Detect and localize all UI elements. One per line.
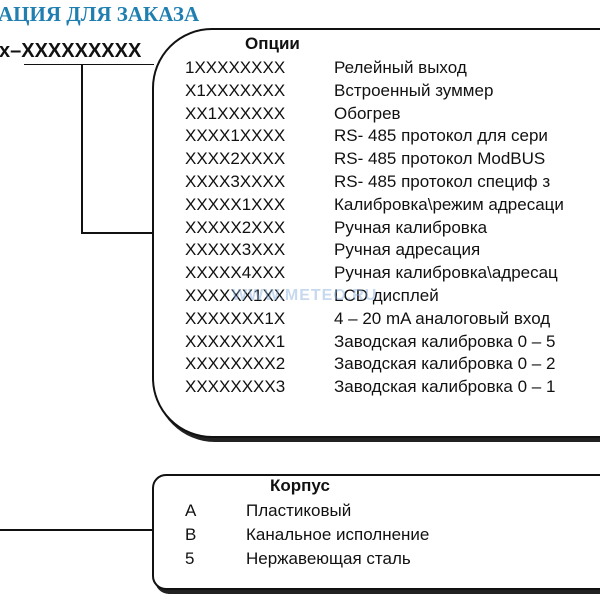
option-code: XXXXX3XXX (185, 240, 286, 260)
option-label: RS- 485 протокол ModBUS (334, 149, 546, 169)
option-label: Ручная адресация (334, 240, 481, 260)
option-code: XXXX2XXXX (185, 149, 286, 169)
watermark: WWW.METEO.RU (232, 287, 378, 304)
option-label: Заводская калибровка 0 – 1 (334, 377, 556, 397)
option-code: 1XXXXXXXX (185, 58, 286, 77)
option-code: XXXXXXXX2 (185, 354, 286, 374)
page-heading: АЦИЯ ДЛЯ ЗАКАЗА (0, 2, 200, 26)
option-code: XXXXX4XXX (185, 263, 286, 283)
option-code: XXXXXXXX1 (185, 331, 286, 351)
housing-label: Пластиковый (246, 501, 352, 520)
housing-code: 5 (185, 549, 195, 568)
option-code: XXXXXXXX3 (185, 377, 286, 397)
order-code: x–XXXXXXXXX (0, 40, 142, 62)
option-label: LCD дисплей (334, 286, 439, 305)
option-code: XXXXXX1XX (185, 286, 286, 305)
option-code: X1XXXXXXX (185, 80, 286, 100)
housing-title: Корпус (270, 476, 330, 495)
option-label: Ручная калибровка (334, 217, 488, 237)
housing-label: Канальное исполнение (246, 525, 430, 544)
option-label: 4 – 20 mA аналоговый вход (334, 308, 551, 328)
options-title: Опции (245, 34, 300, 53)
option-label: Заводская калибровка 0 – 5 (334, 331, 556, 351)
options-box (152, 28, 600, 438)
option-label: Ручная калибровка\адресац (334, 263, 558, 283)
option-code: XXXX1XXXX (185, 126, 286, 146)
option-code: XXXXX1XXX (185, 194, 286, 214)
option-label: Встроенный зуммер (334, 80, 494, 100)
option-label: Релейный выход (334, 58, 467, 77)
connector-vertical (81, 64, 83, 233)
housing-box (152, 474, 600, 590)
option-label: RS- 485 протокол специф з (334, 172, 551, 191)
option-label: Калибровка\режим адресаци (334, 194, 564, 214)
option-code: XXXX3XXXX (185, 172, 286, 191)
order-code-underline (24, 64, 154, 65)
housing-connector (0, 529, 153, 531)
housing-code: B (185, 525, 197, 544)
connector-horizontal (81, 232, 153, 234)
option-label: Заводская калибровка 0 – 2 (334, 354, 556, 374)
option-code: XXXXX2XXX (185, 217, 286, 237)
option-code: XXXXXXX1X (185, 308, 286, 328)
option-label: RS- 485 протокол для сери (334, 126, 548, 146)
housing-label: Нержавеющая сталь (246, 549, 411, 568)
option-label: Обогрев (334, 103, 401, 123)
housing-code: A (185, 501, 197, 520)
option-code: XX1XXXXXX (185, 103, 286, 123)
